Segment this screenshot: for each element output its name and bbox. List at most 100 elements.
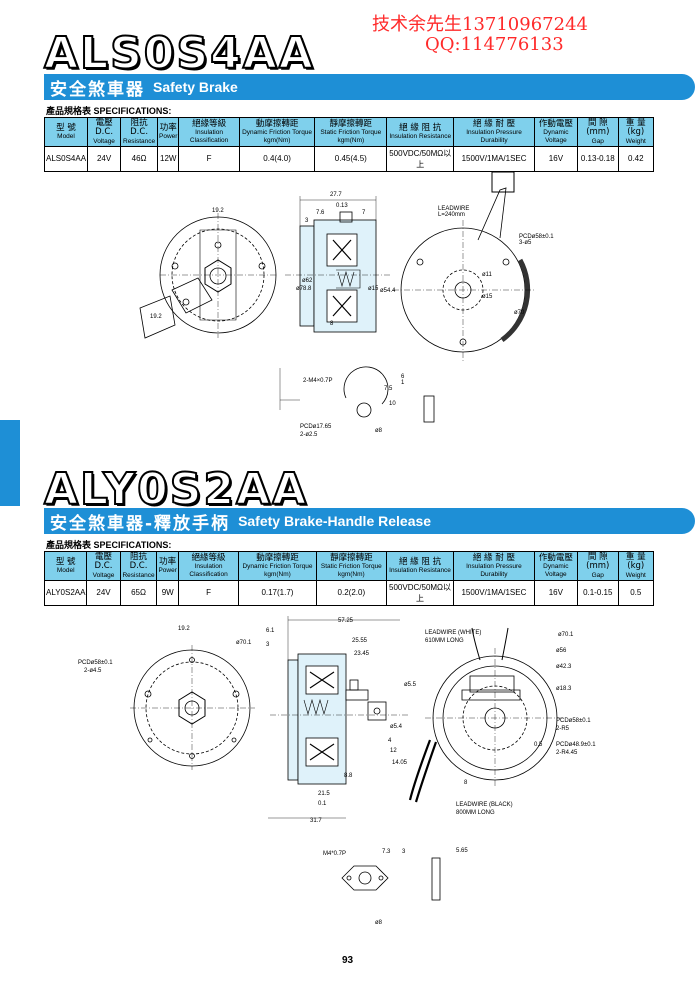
drawing1-dim-14: ø11 [482, 272, 493, 278]
spec1-cell-10: 0.13-0.18 [577, 145, 619, 172]
drawing1-dim-11: ø62 [302, 278, 313, 284]
page-number: 93 [341, 955, 354, 966]
spec2-cell-0: ALY0S2AA [43, 579, 88, 606]
spec1-header-en: Insulation Classification [189, 129, 229, 144]
spec1-header-zh: 作動電壓 [538, 119, 573, 130]
drawing2-dim-33: 7.3 [382, 849, 391, 855]
spec1-header-zh: 重 量 (kg) [625, 118, 646, 138]
section-title-en-1: Safety Brake [153, 79, 238, 95]
drawing1-dim-3: 0.13 [336, 203, 348, 209]
spec2-header-en: Voltage [92, 571, 115, 579]
spec1-cell-7: 500VDC/50MΩ以上 [386, 145, 455, 172]
spec2-header-en: Insulation Resistance [389, 567, 451, 575]
spec2-cell-11: 0.5 [617, 579, 655, 606]
spec1-header-2: 阻抗D.C.Resistance [120, 117, 159, 147]
brake2-rear-view [408, 627, 565, 803]
section-band-1: 安全煞車器 Safety Brake [44, 74, 695, 100]
section-title-en-2: Safety Brake-Handle Release [238, 513, 432, 529]
brake1-rear-view [393, 171, 534, 362]
spec1-header-en: Insulation Pressure Durability [466, 129, 522, 144]
spec2-cell-6: 0.2(2.0) [315, 579, 387, 606]
spec2-header-en: Dynamic Friction Torque kgm(Nm) [242, 563, 313, 578]
spec1-header-zh: 動摩擦轉距 [255, 119, 299, 130]
spec2-header-10: 間 隙 (mm)Gap [576, 551, 619, 581]
drawing2-dim-36: ø8 [375, 920, 383, 926]
spec1-header-en: Dynamic Voltage [543, 129, 569, 144]
spec1-header-en: Static Friction Torque kgm(Nm) [320, 129, 382, 144]
drawing1-dim-23: 10 [389, 401, 396, 407]
spec2-header-zh: 動摩擦轉距 [256, 553, 299, 564]
drawing2-dim-13: 14.05 [392, 760, 408, 766]
drawing2-dim-0: 19.2 [178, 626, 190, 632]
drawing2-dim-4: 6.1 [266, 628, 275, 634]
spec1-header-en: Insulation Resistance [389, 133, 452, 141]
spec-caption-1: 產品規格表 SPECIFICATIONS: [46, 106, 172, 116]
spec1-cell-4: F [178, 145, 240, 172]
spec2-header-en: Static Friction Torque kgm(Nm) [320, 563, 382, 578]
drawing1-dim-10: ø78.8 [296, 286, 312, 292]
spec1-cell-5: 0.4(4.0) [238, 145, 316, 172]
drawing2-dim-8: 23.45 [354, 651, 370, 657]
spec1-header-zh: 功率 [159, 122, 177, 133]
drawing2-dimension-labels: 19.2ø70.1PCDø58±0.12-ø4.56.1357.2525.552… [78, 618, 596, 926]
drawing2-dim-24: PCDø58±0.1 [556, 718, 591, 724]
model-title-1: ALS0S4AA [43, 27, 315, 80]
drawing1-dim-15: ø15 [482, 294, 493, 300]
drawing2-dim-23: ø18.3 [556, 686, 572, 692]
spec1-header-zh: 電壓D.C. [95, 118, 114, 138]
spec2-header-en: Model [56, 567, 75, 575]
drawing1-dim-2: 7.6 [316, 210, 325, 216]
spec2-cell-9: 16V [533, 579, 578, 606]
drawing2-dim-12: 12 [390, 748, 397, 754]
spec2-header-zh: 絕 緣 阻 抗 [398, 556, 442, 567]
spec1-header-en: Voltage [93, 137, 115, 145]
spec2-header-en: Insulation Classification [189, 563, 228, 578]
side-tab-marker [0, 420, 20, 506]
drawing2-dim-5: 3 [266, 642, 270, 648]
spec1-header-1: 電壓D.C.Voltage [87, 117, 122, 147]
spec2-header-en: Weight [625, 571, 646, 579]
spec2-header-en: Power [158, 567, 177, 575]
drawing2-dim-15: 21.5 [318, 791, 330, 797]
drawing1-dim-25: 2-ø2.5 [300, 432, 318, 438]
drawing2-dim-30: LEADWIRE (BLACK) [456, 802, 513, 808]
drawing2-dim-35: 5.65 [456, 848, 468, 854]
drawing1-dim-5: 3 [305, 218, 309, 224]
drawing1-dim-21: 6 [401, 374, 405, 380]
drawing2-dim-32: M4*0.7P [323, 851, 346, 857]
spec2-header-en: Insulation Pressure Durability [466, 563, 522, 578]
drawing2-dim-27: 2-R4.45 [556, 750, 578, 756]
spec1-header-en: Power [159, 133, 178, 141]
drawing2-dim-29: 8 [464, 780, 468, 786]
drawing1-dim-17: 8 [330, 321, 334, 327]
contact-phone: 技术余先生13710967244 [372, 14, 588, 35]
model-title-2: ALY0S2AA [43, 463, 309, 516]
brake2-front-view [130, 645, 255, 770]
drawing2-dim-17: 31.7 [310, 818, 322, 824]
spec1-cell-1: 24V [87, 145, 122, 172]
brake2-side-section [268, 616, 410, 819]
drawing1-dim-1: 27.7 [330, 192, 342, 198]
spec1-header-en: Weight [625, 137, 646, 145]
drawing1-dim-22: 1 [401, 380, 405, 386]
spec1-header-zh: 阻抗D.C. [130, 118, 149, 138]
brake2-hub-detail [341, 857, 441, 901]
spec1-header-en: Resistance [123, 137, 156, 145]
drawing1-dim-26: ø8 [375, 428, 383, 434]
drawing2-dim-11: 4 [388, 738, 392, 744]
spec-caption-2: 產品規格表 SPECIFICATIONS: [46, 540, 172, 550]
section-title-cjk-2: 安全煞車器-釋放手柄 [50, 513, 231, 534]
spec1-header-en: Dynamic Friction Torque kgm(Nm) [242, 129, 313, 144]
drawing1-dimension-labels: 19.227.77.60.1373LEADWIREL=240mmPCDø58±0… [150, 192, 554, 438]
drawing2-dim-21: ø56 [556, 648, 567, 654]
drawing2-dim-28: 0.5 [534, 742, 543, 748]
spec2-cell-8: 1500V/1MA/1SEC [453, 579, 535, 606]
